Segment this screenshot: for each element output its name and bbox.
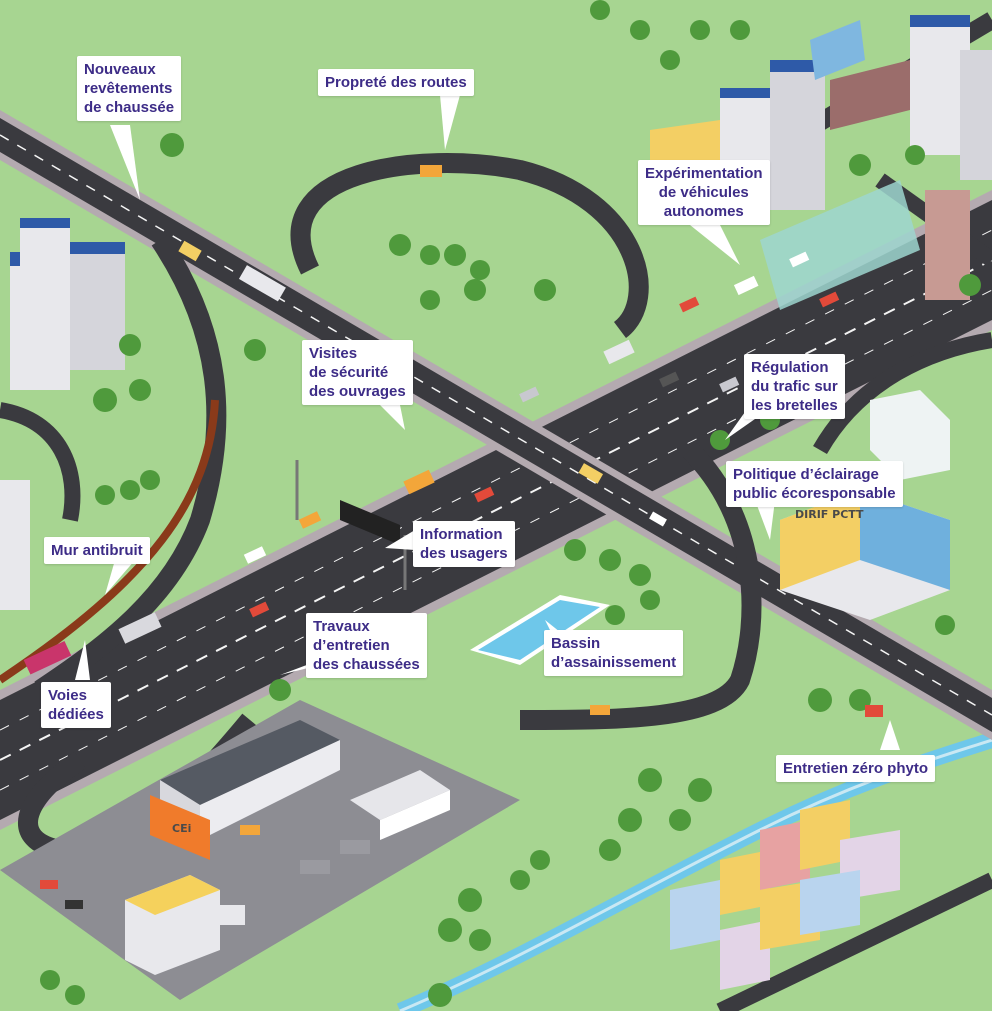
vehicles (23, 165, 883, 925)
callout-politique-eclairage: Politique d’éclairage public écoresponsa… (726, 461, 903, 507)
callout-experimentation: Expérimentation de véhicules autonomes (638, 160, 770, 225)
cei-sign: CEi (172, 822, 191, 835)
callout-entretien-zero-phyto: Entretien zéro phyto (776, 755, 936, 782)
top-right-towers (650, 15, 992, 300)
callout-information-usagers: Information des usagers (413, 521, 515, 567)
retention-basin (470, 595, 610, 665)
callout-bassin: Bassin d’assainissement (544, 630, 684, 676)
houses (670, 800, 900, 990)
noise-wall (0, 399, 219, 684)
left-towers (0, 218, 125, 610)
callout-visites-securite: Visites de sécurité des ouvrages (302, 340, 413, 405)
trees (40, 0, 981, 1007)
callout-travaux-entretien: Travaux d’entretien des chaussées (306, 613, 427, 678)
pcti-sign: DIRIF PCTT (795, 508, 864, 521)
callout-proprete-routes: Propreté des routes (318, 69, 474, 96)
callout-mur-antibruit: Mur antibruit (44, 537, 150, 564)
callout-voies-dediees: Voies dédiées (41, 682, 111, 728)
callout-regulation-trafic: Régulation du trafic sur les bretelles (744, 354, 845, 419)
office-building: DIRIF PCTT (780, 390, 950, 620)
maintenance-depot: CEi (0, 700, 520, 1000)
callout-nouveaux-revetements: Nouveaux revêtements de chaussée (77, 56, 182, 121)
tunnel (760, 180, 920, 310)
